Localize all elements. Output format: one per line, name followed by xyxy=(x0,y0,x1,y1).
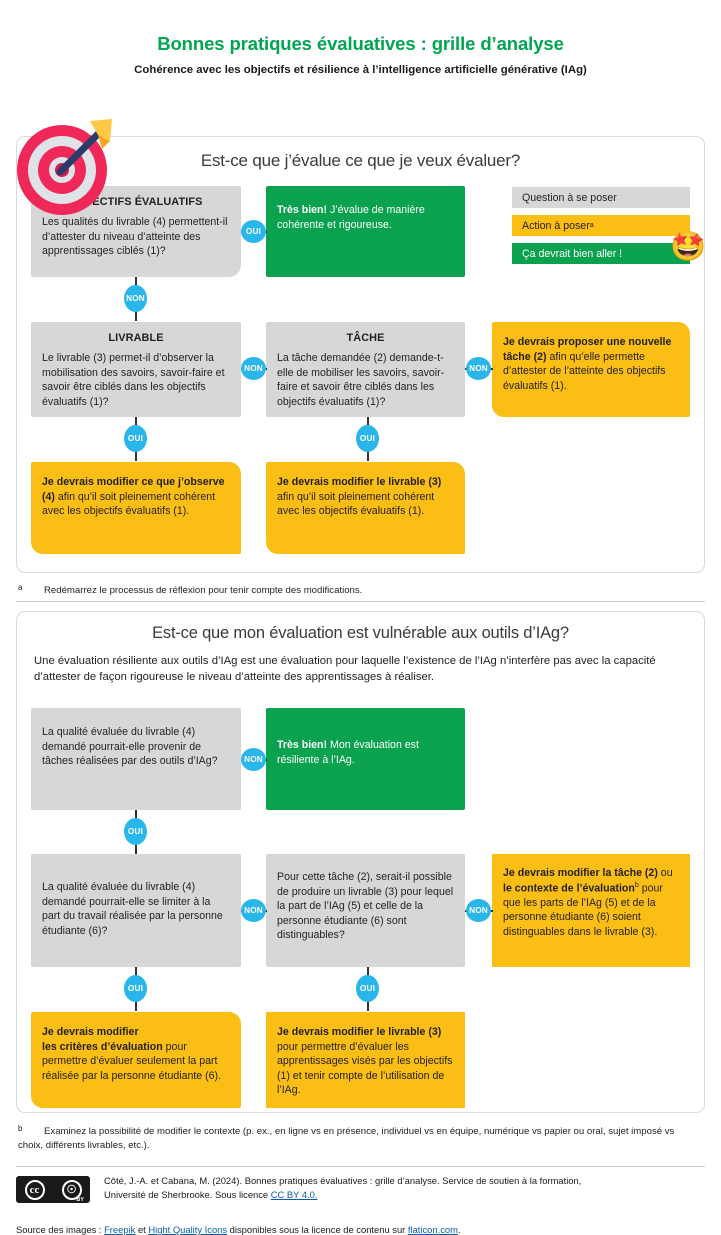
footnote-b: b Examinez la possibilité de modifier le… xyxy=(18,1124,698,1153)
tres-bien-strong-1: Très bien! xyxy=(277,204,328,216)
citation-line-2: Université de Sherbrooke. Sous licence xyxy=(104,1189,271,1201)
footnote-b-text: Examinez la possibilité de modifier le c… xyxy=(18,1126,675,1151)
pill-non-6: NON xyxy=(466,899,491,922)
page-title: Bonnes pratiques évaluatives : grille d’… xyxy=(157,33,564,54)
source-end: . xyxy=(457,1224,461,1235)
box-tres-bien-2: Très bien! Mon évaluation est résiliente… xyxy=(266,708,465,810)
legend-question: Question à se poser xyxy=(512,187,690,208)
box-livrable-body: Le livrable (3) permet-il d’observer la … xyxy=(42,352,225,408)
cc-icon: cc xyxy=(24,1179,45,1200)
modif-livrable-rest-1: afin qu’il soit pleinement cohérent avec… xyxy=(277,490,435,518)
nouvelle-tache-rest: afin qu’elle permette d’attester de l’at… xyxy=(503,350,666,392)
section-2-title: Est-ce que mon évaluation est vulnérable… xyxy=(152,624,569,642)
image-source-line: Source des images : Freepik et Hight Qua… xyxy=(16,1224,461,1235)
footnote-a: a Redémarrez le processus de réflexion p… xyxy=(18,583,618,598)
pill-non-3: NON xyxy=(466,357,491,380)
pill-non-4: NON xyxy=(241,748,266,771)
footnote-a-mark: a xyxy=(18,583,23,592)
legend-action-sup: a xyxy=(589,222,594,229)
target-dart-icon xyxy=(12,115,118,219)
modif-criteres-b: les critères d’évaluation xyxy=(42,1040,163,1053)
tres-bien-rest-1: J’évalue de manière cohérente et rigoure… xyxy=(277,204,425,231)
box-livrable: LIVRABLE Le livrable (3) permet-il d’obs… xyxy=(31,322,241,417)
nouvelle-tache-strong: Je devrais proposer une nouvelle tâche (… xyxy=(503,336,672,363)
section-1-panel: Est-ce que j’évalue ce que je veux évalu… xyxy=(16,136,706,573)
pill-oui-4: OUI xyxy=(124,818,147,845)
modif-livrable-strong-2: Je devrais modifier le livrable (3) xyxy=(277,1026,442,1038)
credits-block: cc ☉ BY Côté, J.-A. et Cabana, M. (2024)… xyxy=(16,1174,705,1235)
box-modifier-livrable-1: Je devrais modifier le livrable (3) afin… xyxy=(266,462,465,554)
box-livrable-heading: LIVRABLE xyxy=(108,332,164,344)
pill-non-5: NON xyxy=(241,899,266,922)
pill-non-1: NON xyxy=(124,285,147,312)
freepik-link[interactable]: Freepik xyxy=(104,1224,136,1235)
modif-tache-ou: ou xyxy=(657,867,673,879)
tres-bien-strong-2: Très bien! xyxy=(277,739,328,751)
box-modifier-livrable-2: Je devrais modifier le livrable (3) pour… xyxy=(266,1012,465,1108)
pill-non-2: NON xyxy=(241,357,266,380)
citation-text: Côté, J.-A. et Cabana, M. (2024). Bonnes… xyxy=(104,1174,705,1202)
pill-oui-2: OUI xyxy=(124,425,147,452)
box-tache: TÂCHE La tâche demandée (2) demande-t-el… xyxy=(266,322,465,417)
cc-by-label: BY xyxy=(76,1197,84,1203)
cc-licence-link[interactable]: CC BY 4.0. xyxy=(270,1189,318,1201)
citation-line-1: Côté, J.-A. et Cabana, M. (2024). Bonnes… xyxy=(104,1175,582,1186)
source-mid-2: disponibles sous la licence de contenu s… xyxy=(227,1224,408,1235)
pill-oui-1: OUI xyxy=(241,220,266,243)
tres-bien-rest-2: Mon évaluation est résiliente à l’IAg. xyxy=(277,739,419,766)
box-q3-iag: Pour cette tâche (2), serait-il possible… xyxy=(266,854,465,967)
modif-observe-rest: afin qu’il soit pleinement cohérent avec… xyxy=(42,490,216,518)
modif-criteres-a: Je devrais modifier xyxy=(42,1026,139,1038)
box-q1-body: La qualité évaluée du livrable (4) deman… xyxy=(42,726,218,768)
box-q3-body: Pour cette tâche (2), serait-il possible… xyxy=(277,871,454,942)
box-nouvelle-tache: Je devrais proposer une nouvelle tâche (… xyxy=(492,322,690,417)
modif-livrable-strong-1: Je devrais modifier le livrable (3) xyxy=(277,476,442,488)
box-objectifs-body: Les qualités du livrable (4) permettent-… xyxy=(42,216,228,258)
flaticon-link[interactable]: flaticon.com xyxy=(407,1224,458,1235)
section-1-title: Est-ce que j’évalue ce que je veux évalu… xyxy=(200,151,521,170)
modif-tache-strong: Je devrais modifier la tâche (2) xyxy=(503,867,658,879)
box-tache-heading: TÂCHE xyxy=(346,332,385,344)
box-tache-body: La tâche demandée (2) demande-t-elle de … xyxy=(277,352,445,408)
modif-tache-contexte: le contexte de l’évaluation xyxy=(503,882,635,895)
pill-oui-3: OUI xyxy=(356,425,379,452)
box-q2-iag: La qualité évaluée du livrable (4) deman… xyxy=(31,854,241,967)
modif-tache-sup: b xyxy=(634,881,639,889)
cc-by-icon: ☉ xyxy=(61,1179,82,1200)
box-q1-iag: La qualité évaluée du livrable (4) deman… xyxy=(31,708,241,810)
box-modifier-tache-contexte: Je devrais modifier la tâche (2) ou le c… xyxy=(492,854,690,967)
box-objectifs-heading: OBJECTIFS ÉVALUATIFS xyxy=(69,196,203,208)
box-tres-bien-1: Très bien! J’évalue de manière cohérente… xyxy=(266,186,465,277)
divider-rule xyxy=(16,601,705,602)
divider-rule-2 xyxy=(16,1166,705,1167)
section-2-panel: Est-ce que mon évaluation est vulnérable… xyxy=(16,611,705,1113)
modif-criteres-c: pour permettre d’évaluer seulement la pa… xyxy=(42,1040,222,1082)
page-subtitle: Cohérence avec les objectifs et résilien… xyxy=(134,64,587,76)
box-q2-body: La qualité évaluée du livrable (4) deman… xyxy=(42,881,223,937)
footnote-a-text: Redémarrez le processus de réflexion pou… xyxy=(44,585,363,596)
modif-livrable-rest-2: pour permettre d’évaluer les apprentissa… xyxy=(277,1040,453,1097)
section-2-intro: Une évaluation résiliente aux outils d’I… xyxy=(34,655,656,684)
legend-ok: Ça devrait bien aller ! xyxy=(512,243,690,264)
modif-observe-strong: Je devrais modifier ce que j’observe (4) xyxy=(42,476,225,503)
source-mid: et xyxy=(135,1224,149,1235)
box-modifier-observe: Je devrais modifier ce que j’observe (4)… xyxy=(31,462,241,554)
pill-oui-6: OUI xyxy=(356,975,379,1002)
box-modifier-criteres: Je devrais modifier les critères d’évalu… xyxy=(31,1012,241,1108)
footnote-b-mark: b xyxy=(18,1124,23,1133)
pill-oui-5: OUI xyxy=(124,975,147,1002)
source-prefix: Source des images : xyxy=(16,1224,105,1235)
creative-commons-badge: cc ☉ BY xyxy=(16,1176,90,1203)
modif-tache-rest: pour que les parts de l’IAg (5) et de la… xyxy=(503,882,663,938)
hight-quality-icons-link[interactable]: Hight Quality Icons xyxy=(148,1224,228,1235)
